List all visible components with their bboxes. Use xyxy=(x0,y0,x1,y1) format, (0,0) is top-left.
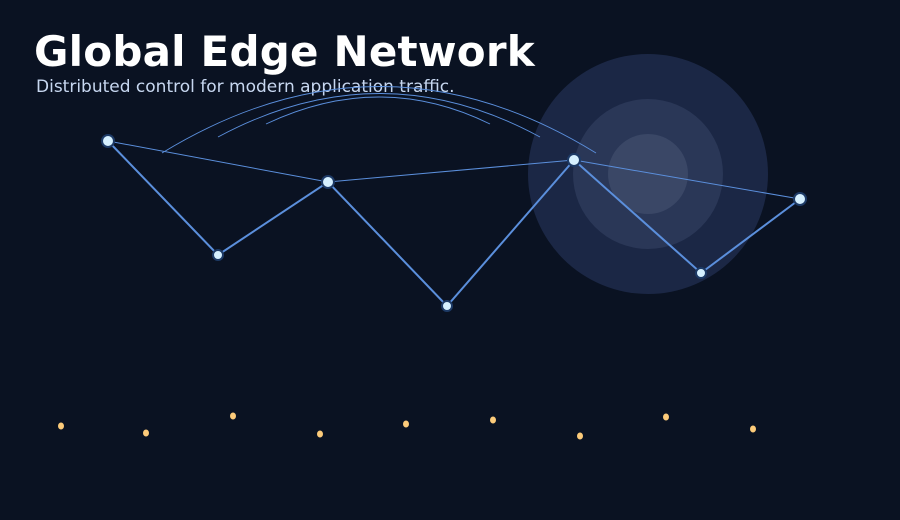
node xyxy=(441,300,453,312)
backbone-links xyxy=(107,140,801,200)
node xyxy=(321,175,335,189)
page-title: Global Edge Network xyxy=(34,27,535,76)
node xyxy=(212,249,224,261)
nodes xyxy=(101,134,807,312)
node xyxy=(101,134,115,148)
node xyxy=(567,153,581,167)
arcs xyxy=(161,86,597,154)
edge-dots xyxy=(58,412,756,440)
glow-halo xyxy=(528,54,768,294)
page-subtitle: Distributed control for modern applicati… xyxy=(36,77,455,97)
node xyxy=(695,267,707,279)
node xyxy=(793,192,807,206)
